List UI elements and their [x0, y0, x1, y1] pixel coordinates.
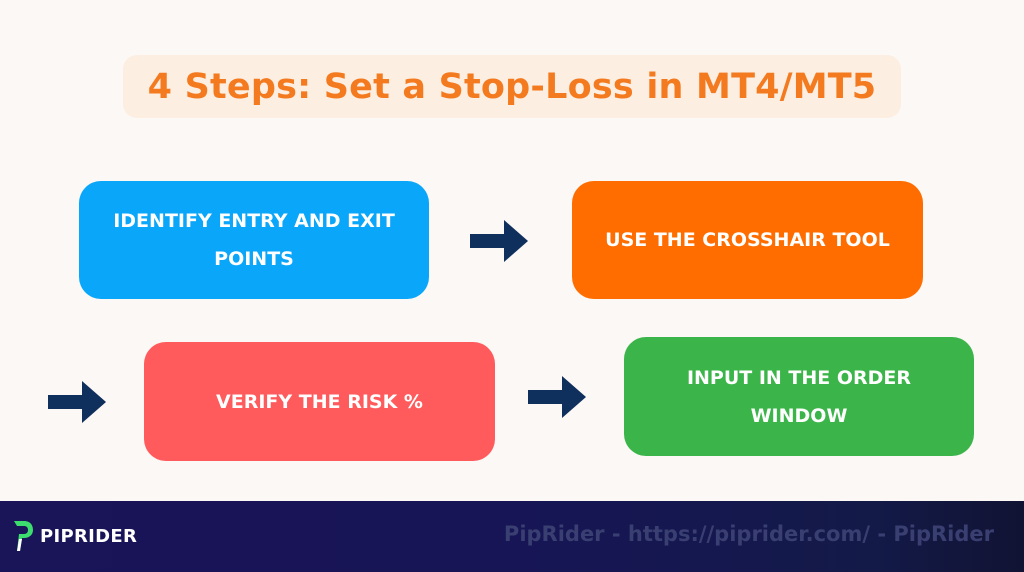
step-label: IDENTIFY ENTRY AND EXIT POINTS [113, 210, 395, 270]
step-label: VERIFY THE RISK % [216, 390, 423, 413]
watermark-text: PipRider - https://piprider.com/ - PipRi… [503, 522, 994, 546]
title-banner: 4 Steps: Set a Stop-Loss in MT4/MT5 [123, 55, 901, 118]
piprider-logo-icon [14, 521, 33, 551]
step-identify-entry-exit: IDENTIFY ENTRY AND EXIT POINTS [79, 181, 429, 299]
step-crosshair-tool: USE THE CROSSHAIR TOOL [572, 181, 923, 299]
step-label: INPUT IN THE ORDER WINDOW [686, 366, 912, 427]
page-title: 4 Steps: Set a Stop-Loss in MT4/MT5 [147, 66, 877, 107]
step-order-window: INPUT IN THE ORDER WINDOW [624, 337, 974, 456]
step-label: USE THE CROSSHAIR TOOL [605, 229, 890, 251]
arrow-right-icon [470, 220, 528, 262]
step-verify-risk: VERIFY THE RISK % [144, 342, 495, 461]
logo-text: PIPRIDER [40, 525, 138, 547]
footer-bar [0, 501, 1024, 572]
arrow-right-icon [528, 376, 586, 418]
piprider-logo: PIPRIDER [12, 518, 137, 554]
arrow-right-icon [48, 381, 106, 423]
